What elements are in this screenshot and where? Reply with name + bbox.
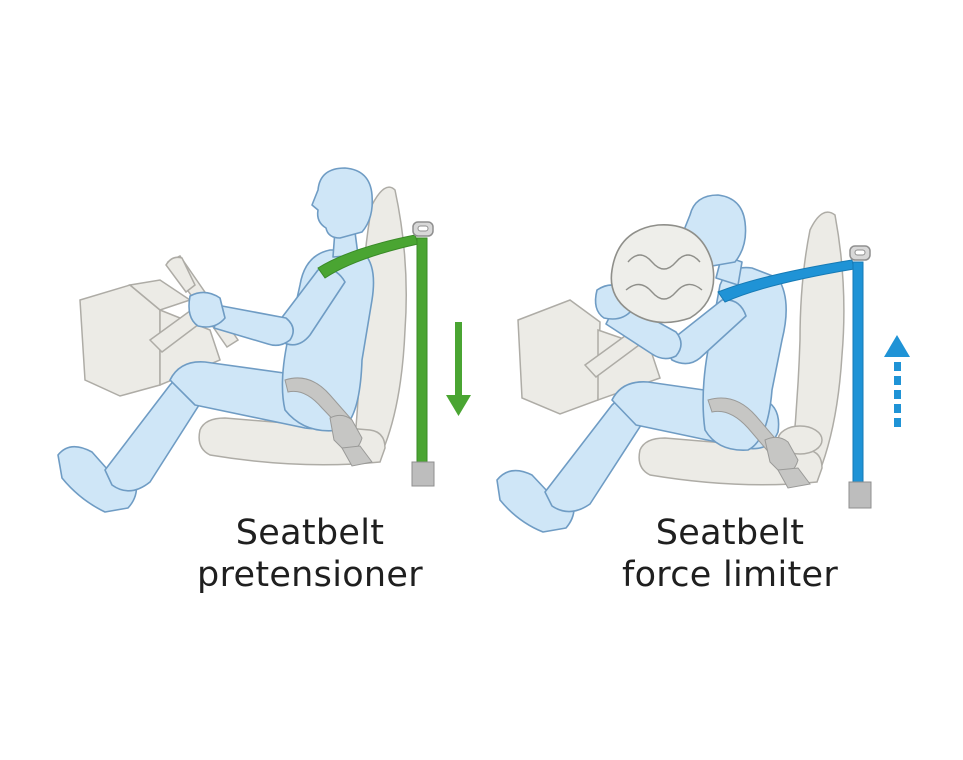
shoulder-belt-pretensioner <box>317 221 435 487</box>
force-limiter-illustration <box>496 194 910 533</box>
pretensioner-illustration <box>57 167 471 513</box>
pretensioner-panel <box>0 0 482 760</box>
pretensioner-caption-line1: Seatbelt <box>235 513 385 553</box>
tension-arrow-down-icon <box>446 322 471 416</box>
airbag-icon <box>610 224 715 324</box>
shoulder-belt-force-limiter <box>717 245 872 509</box>
steering-wheel-left <box>165 256 196 294</box>
pretensioner-caption-line2: pretensioner <box>197 555 423 595</box>
lap-belt-right <box>707 397 811 489</box>
force-limiter-caption-line1: Seatbelt <box>655 513 805 553</box>
force-limiter-caption: Seatbelt force limiter <box>570 512 890 596</box>
pretensioner-caption: Seatbelt pretensioner <box>160 512 460 596</box>
force-limiter-caption-line2: force limiter <box>621 555 839 595</box>
lap-belt-left <box>284 377 373 467</box>
force-limiter-panel <box>482 0 963 760</box>
force-release-arrow-up-icon <box>884 335 910 427</box>
